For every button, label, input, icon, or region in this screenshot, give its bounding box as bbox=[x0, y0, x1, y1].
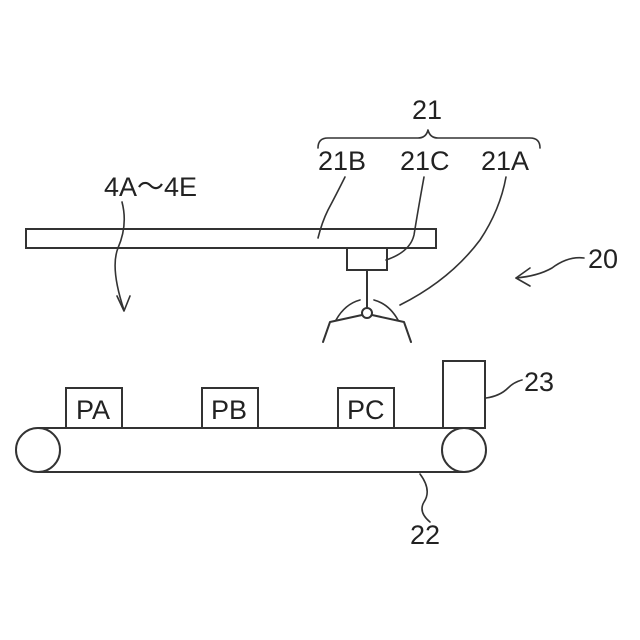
box-label: PB bbox=[211, 395, 247, 425]
overhead-beam bbox=[26, 229, 436, 248]
robot-head-block bbox=[347, 248, 387, 270]
label-21a: 21A bbox=[481, 146, 529, 176]
leader-23 bbox=[486, 380, 522, 398]
sensor-unit bbox=[443, 361, 485, 428]
label-21: 21 bbox=[412, 95, 442, 125]
label-4a-4e: 4A～4E bbox=[104, 172, 197, 202]
label-22: 22 bbox=[410, 520, 440, 550]
product-box-pa: PA bbox=[66, 388, 122, 428]
leader-22 bbox=[420, 474, 430, 522]
label-21b: 21B bbox=[318, 146, 366, 176]
leader-20 bbox=[516, 258, 584, 278]
box-label: PA bbox=[76, 395, 110, 425]
product-box-pc: PC bbox=[338, 388, 394, 428]
arrowhead-4a-4e bbox=[117, 296, 130, 311]
product-box-pb: PB bbox=[202, 388, 258, 428]
label-21c: 21C bbox=[400, 146, 450, 176]
label-23: 23 bbox=[524, 367, 554, 397]
robot-gripper bbox=[323, 270, 411, 342]
box-label: PC bbox=[347, 395, 385, 425]
leader-4a-4e bbox=[115, 202, 124, 310]
conveyor-belt bbox=[16, 428, 486, 472]
label-20: 20 bbox=[588, 244, 618, 274]
